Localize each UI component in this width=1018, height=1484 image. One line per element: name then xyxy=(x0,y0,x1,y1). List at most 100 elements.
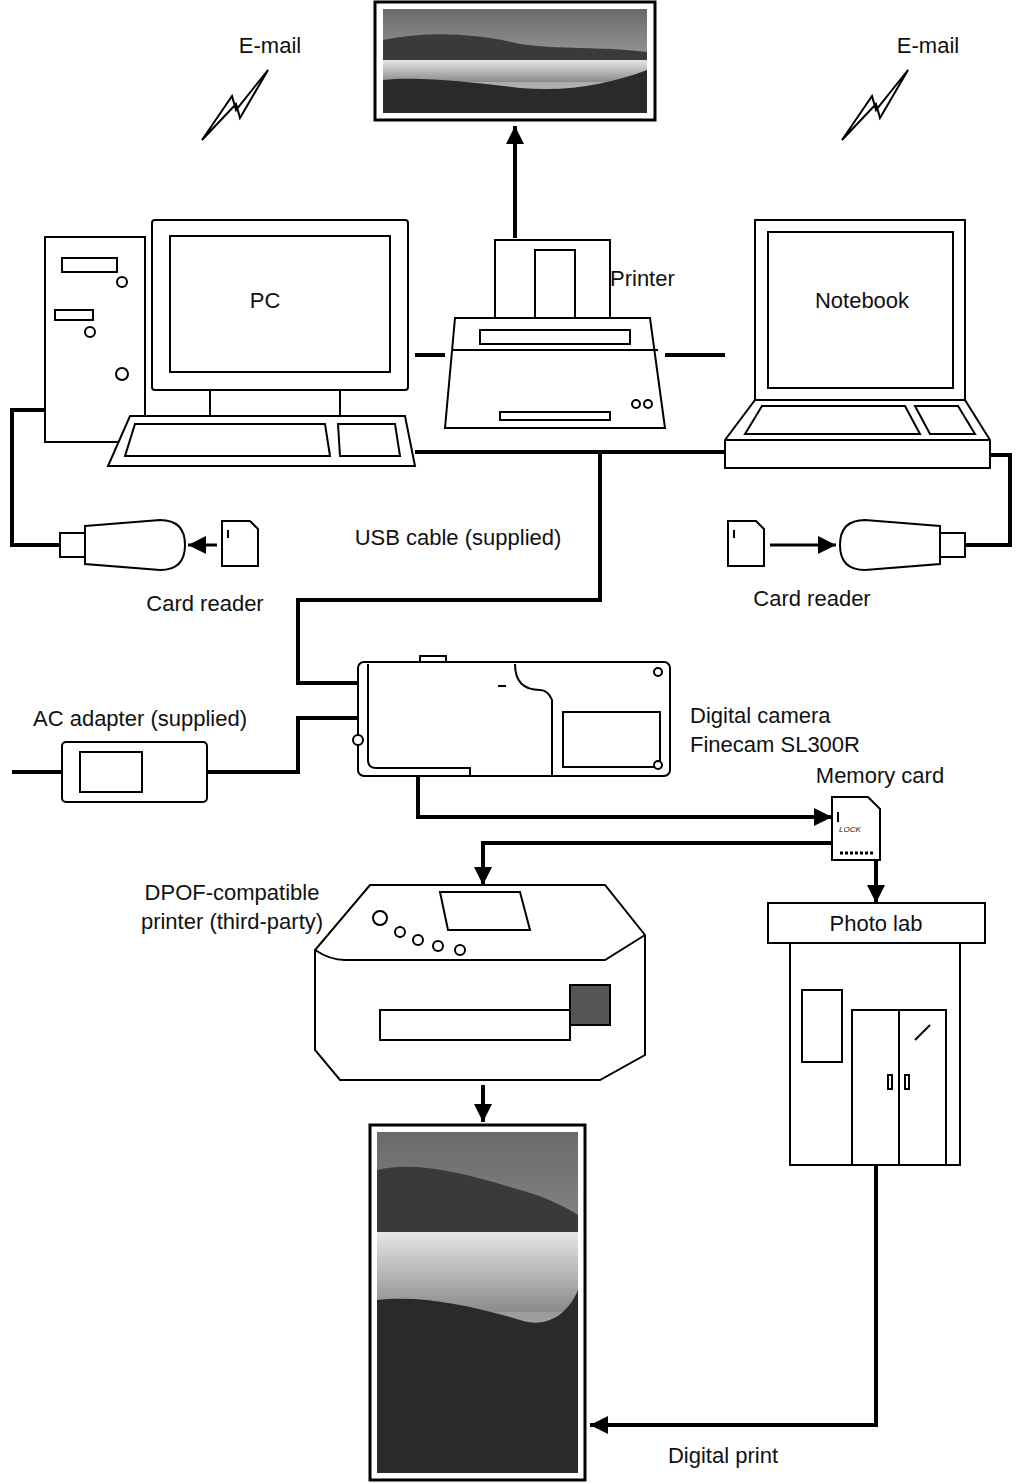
notebook-screen xyxy=(755,220,965,400)
tower-button xyxy=(117,277,127,287)
reader-body xyxy=(85,520,185,570)
node-label: Memory card xyxy=(800,761,960,790)
lock-switch xyxy=(837,812,839,822)
camera-lens-window xyxy=(563,712,660,767)
dpof-button xyxy=(395,927,405,937)
printer-button xyxy=(632,400,640,408)
dpof-printer-drawing xyxy=(315,885,645,1080)
printer-node: Printer xyxy=(445,238,665,430)
sd-mark xyxy=(227,530,229,538)
email-label: E-mail xyxy=(868,31,988,60)
sd-card xyxy=(222,521,258,566)
photo-sky xyxy=(377,1132,578,1473)
sd-mark xyxy=(733,530,735,538)
cable-connector xyxy=(965,455,1010,545)
cable-connector xyxy=(298,452,725,683)
photo-hills xyxy=(377,1167,578,1235)
card-reader-node: Card reader xyxy=(60,520,185,570)
printer-button xyxy=(644,400,652,408)
paper-exit xyxy=(500,412,610,420)
monitor-stand xyxy=(210,388,340,416)
ac-adapter-drawing xyxy=(62,742,207,802)
keyboard-keys xyxy=(125,424,330,456)
cable-connector xyxy=(415,353,445,357)
photo-sky xyxy=(383,9,647,113)
node-label: Notebook xyxy=(792,286,932,315)
cable-connector xyxy=(483,843,832,885)
building-sign xyxy=(768,903,985,943)
node-label: PC xyxy=(225,286,305,315)
output-label: Digital print xyxy=(638,1441,808,1470)
monitor-screen xyxy=(170,236,390,372)
tower-button xyxy=(85,327,95,337)
camera-drawing xyxy=(353,656,670,776)
camera-body xyxy=(358,662,670,776)
glass-glint xyxy=(915,1025,930,1040)
photo-trees xyxy=(377,1290,578,1473)
card-reader-drawing xyxy=(728,520,965,570)
node-label: Digital camera Finecam SL300R xyxy=(690,701,875,759)
printer-body xyxy=(445,318,665,428)
photo-lab-drawing xyxy=(768,903,985,1165)
dpof-paper-slot xyxy=(380,1010,570,1040)
photo-print xyxy=(375,2,655,120)
notebook-base xyxy=(725,400,990,468)
camera-node: Digital camera Finecam SL300R xyxy=(358,662,670,776)
pc-drawing xyxy=(45,220,415,466)
cable-connector xyxy=(874,860,878,903)
insert-arrow xyxy=(770,544,836,547)
camera-strap xyxy=(353,735,363,745)
adapter-body xyxy=(62,742,207,802)
notebook-keys xyxy=(745,406,920,434)
card-reader-node: Card reader xyxy=(840,520,965,570)
dpof-body xyxy=(315,885,645,1080)
memory-card-drawing xyxy=(832,797,880,860)
card-reader-drawing xyxy=(60,520,258,570)
building-window xyxy=(802,990,842,1062)
node-label: Printer xyxy=(610,264,700,293)
camera-screw xyxy=(654,761,662,769)
dpof-button xyxy=(373,911,387,925)
keyboard xyxy=(108,416,415,466)
cable-connector xyxy=(418,776,832,817)
email-symbol xyxy=(202,70,268,140)
notebook-node: Notebook xyxy=(725,220,990,468)
photo-water xyxy=(383,60,647,82)
power-cord xyxy=(12,770,62,774)
notebook-edge xyxy=(725,439,990,441)
cable-connector xyxy=(665,353,725,357)
photo-frame xyxy=(370,1125,585,1480)
node-label: DPOF-compatible printer (third-party) xyxy=(125,878,340,936)
dpof-edge xyxy=(315,935,645,960)
print-arrow xyxy=(513,126,517,238)
keyboard-keys xyxy=(338,424,400,456)
pc-tower xyxy=(45,237,145,442)
dpof-button xyxy=(413,935,423,945)
cable-connector xyxy=(12,410,60,545)
cable-label: USB cable (supplied) xyxy=(328,523,588,552)
delivery-line xyxy=(590,1165,876,1425)
card-contacts xyxy=(840,852,874,855)
notebook-pad xyxy=(915,406,975,434)
drive-slot xyxy=(62,258,117,272)
notebook-drawing xyxy=(725,220,990,468)
usb-plug xyxy=(940,533,965,557)
cable-connector xyxy=(298,452,600,683)
node-label: Card reader xyxy=(737,584,887,613)
paper-sheet xyxy=(535,250,575,328)
email-symbol xyxy=(842,70,908,140)
building xyxy=(790,943,960,1165)
photo-frame xyxy=(375,2,655,120)
tower-button xyxy=(116,368,128,380)
door-handle xyxy=(905,1075,909,1089)
photo-trees xyxy=(383,70,647,113)
photo-print xyxy=(370,1125,585,1480)
sd-card xyxy=(728,521,764,566)
memory-card-body xyxy=(832,797,880,860)
pc-node: PC xyxy=(45,220,415,466)
dpof-vent xyxy=(570,985,610,1025)
notebook-display xyxy=(768,232,953,388)
building-door xyxy=(852,1010,946,1165)
